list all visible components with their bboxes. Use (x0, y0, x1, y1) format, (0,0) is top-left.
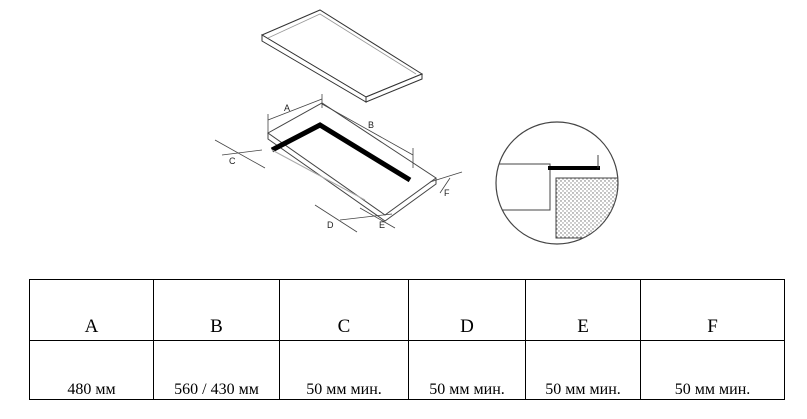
dim-label-b: B (368, 120, 374, 130)
value-cell-e: 50 мм мин. (525, 340, 641, 400)
dim-label-a: A (284, 103, 290, 113)
value-cell-c: 50 мм мин. (279, 340, 409, 400)
installation-diagram: A B C F D E (214, 9, 619, 245)
header-cell-b: B (153, 279, 280, 341)
dim-label-f: F (444, 188, 450, 198)
cooktop-illustration (260, 9, 424, 103)
header-cell-a: A (29, 279, 154, 341)
detail-circle (495, 121, 619, 245)
dim-label-c: C (229, 156, 236, 166)
worktop-illustration (267, 102, 437, 222)
dimension-lines (214, 94, 463, 233)
header-cell-d: D (408, 279, 526, 341)
dim-label-d: D (327, 220, 334, 230)
header-cell-e: E (525, 279, 641, 341)
value-cell-a: 480 мм (29, 340, 154, 400)
dimensions-table: A B C D E F 480 мм 560 / 430 мм 50 мм ми… (29, 279, 785, 400)
dim-label-e: E (379, 220, 385, 230)
header-cell-f: F (640, 279, 785, 341)
header-cell-c: C (279, 279, 409, 341)
value-cell-d: 50 мм мин. (408, 340, 526, 400)
table-header-row: A B C D E F (29, 279, 785, 341)
table-row: 480 мм 560 / 430 мм 50 мм мин. 50 мм мин… (29, 340, 785, 400)
value-cell-f: 50 мм мин. (640, 340, 785, 400)
value-cell-b: 560 / 430 мм (153, 340, 280, 400)
